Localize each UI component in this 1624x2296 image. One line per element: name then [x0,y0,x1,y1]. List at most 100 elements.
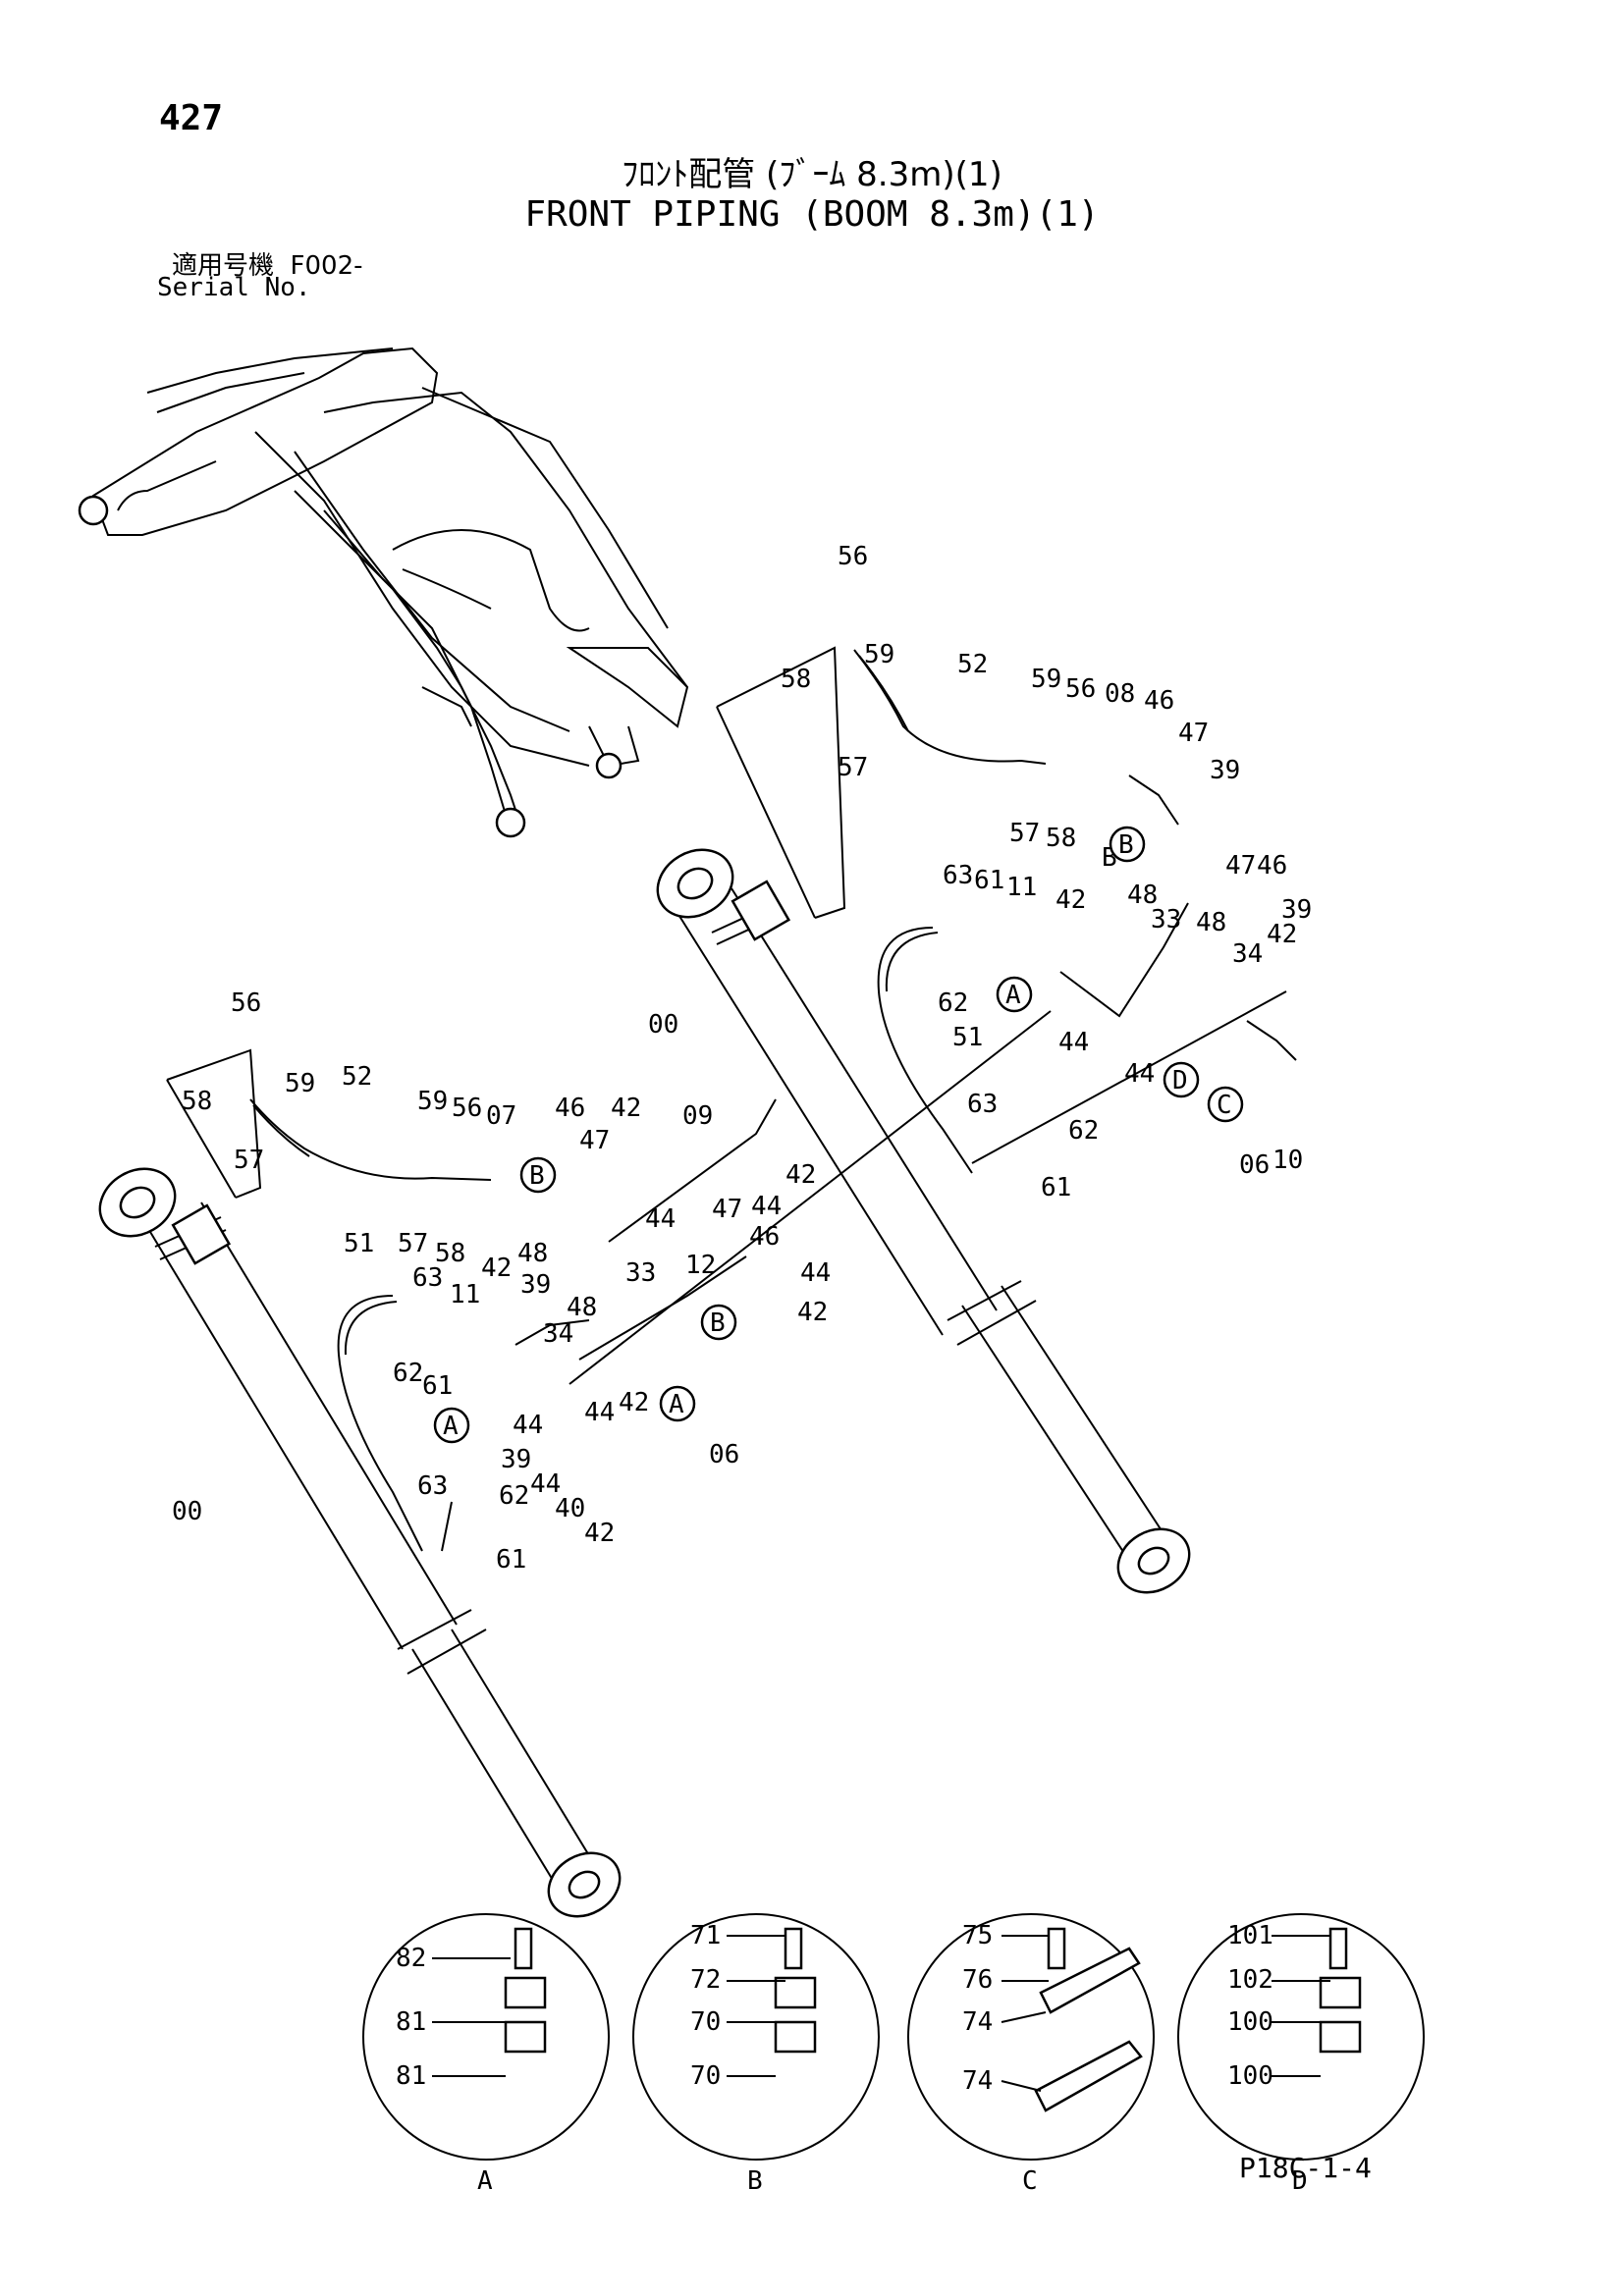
part-number: 102 [1227,1965,1273,1995]
callout: 56 [452,1094,482,1123]
callout: A [669,1390,684,1419]
callout: 11 [450,1280,480,1309]
callout: C [1217,1091,1232,1120]
part-number: 72 [690,1965,721,1995]
callout: 06 [1239,1150,1270,1180]
detail-view-d: 101 102 100 100 D [1177,1913,1425,2196]
callout: 42 [619,1388,649,1417]
callout: 33 [625,1258,656,1288]
callout: 58 [182,1087,212,1116]
right-callouts: 56 59 52 58 57 59 56 08 46 47 39 57 58 B… [648,542,1312,1202]
callout: 44 [645,1204,676,1234]
callout: 42 [797,1298,828,1327]
serial-info-japanese: 適用号機 F002- [172,245,363,282]
callout: 61 [496,1545,526,1575]
serial-value: F002- [290,251,363,281]
part-number: 74 [962,2066,993,2096]
callout: 39 [1210,756,1240,785]
callout: A [443,1412,459,1441]
callout: 33 [1151,905,1181,934]
view-marker-b [519,1156,557,1194]
callout: 44 [1058,1028,1089,1057]
callout: 47 [1225,851,1256,881]
callout: 59 [864,640,894,669]
callout: 51 [952,1023,983,1052]
callout: 44 [584,1398,615,1427]
callout: 48 [517,1239,548,1268]
detail-view-b: 71 72 70 70 B [632,1913,880,2196]
callout: 47 [579,1126,610,1155]
view-marker-a [996,976,1033,1013]
callout: 34 [1232,939,1263,969]
callout: 34 [543,1319,573,1349]
callout: 63 [417,1471,448,1501]
callout: 46 [749,1222,780,1252]
title-english: FRONT PIPING (BOOM 8.3m)(1) [524,194,1100,235]
callout: 58 [435,1239,465,1268]
callout: 56 [838,542,868,571]
callout: 62 [1068,1116,1099,1146]
callout: 42 [481,1254,512,1283]
callout: 46 [555,1094,585,1123]
callout: 61 [422,1371,453,1401]
callout: 12 [685,1251,716,1280]
callout: 56 [1065,674,1096,704]
callout: 47 [1178,719,1209,748]
view-marker-c [1207,1086,1244,1123]
part-number: 71 [690,1921,721,1950]
detail-view-c: 75 76 74 74 C [907,1913,1155,2196]
callout: 06 [709,1440,739,1469]
document-code: P18C-1-4 [1239,2152,1372,2184]
detail-label: D [1292,2166,1308,2196]
callout: 44 [530,1469,561,1499]
callout: 48 [1127,881,1158,910]
part-number: 82 [396,1944,426,1973]
callout: 39 [520,1270,551,1300]
callout: 61 [1041,1173,1071,1202]
callout: 61 [974,866,1004,895]
part-number: 75 [962,1921,993,1950]
callout: B [1118,830,1134,860]
view-marker-b [1109,826,1146,863]
callout: 59 [285,1069,315,1098]
callout: 11 [1006,873,1037,902]
callout: 09 [682,1101,713,1131]
title-japanese: ﾌﾛﾝﾄ配管 (ﾌﾞｰﾑ 8.3m)(1) [622,155,1002,194]
callout: 62 [499,1481,529,1511]
page-number: 427 [159,98,224,138]
callout: 00 [172,1497,202,1526]
left-boom-cylinder [98,1167,622,1918]
callout: 62 [393,1359,423,1388]
detail-view-a: 82 81 81 A [362,1913,610,2196]
part-number: 70 [690,2061,721,2091]
callout: 39 [1281,895,1312,925]
callout: B [710,1308,726,1338]
callout: 48 [567,1293,597,1322]
callout: 48 [1196,908,1226,937]
callout: 42 [1267,920,1297,949]
callout: 40 [555,1494,585,1523]
part-number: 100 [1227,2061,1273,2091]
callout: 59 [417,1087,448,1116]
callout: 57 [398,1229,428,1258]
callout: 39 [501,1445,531,1474]
callout: 63 [967,1090,998,1119]
right-piping-lines [716,646,1297,1174]
part-number: 100 [1227,2007,1273,2037]
callout: 00 [648,1010,678,1040]
callout: 57 [1009,819,1040,848]
callout: 56 [231,988,261,1018]
callout: D [1172,1066,1188,1095]
callout: 57 [838,753,868,782]
serial-label-jp: 適用号機 [172,251,275,281]
right-boom-cylinder [656,848,1191,1594]
boom-overview-illustration [78,347,689,838]
callout: 08 [1105,679,1135,709]
part-number: 76 [962,1965,993,1995]
part-number: 74 [962,2007,993,2037]
view-marker-b [700,1304,737,1341]
callout: 62 [938,988,968,1018]
detail-label: C [1022,2166,1038,2196]
callout: 58 [781,665,811,694]
